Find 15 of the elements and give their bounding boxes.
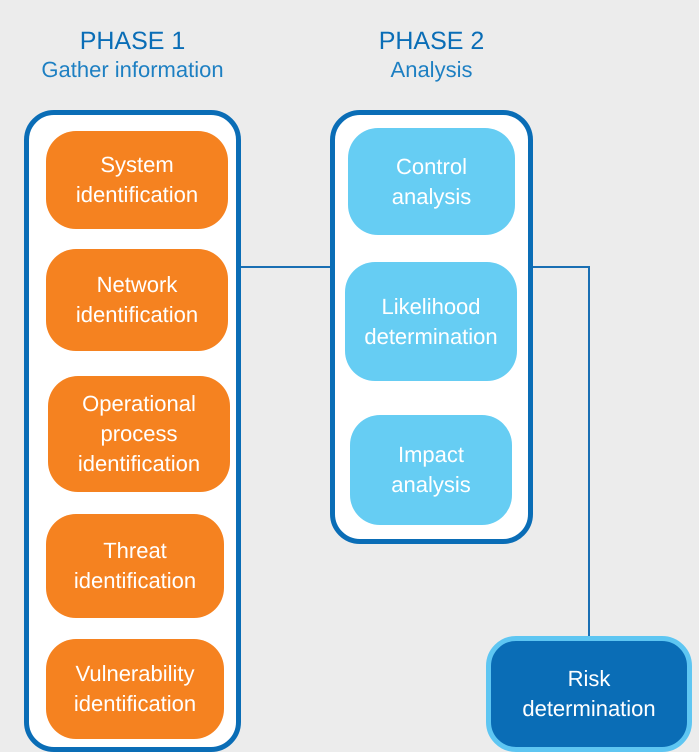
result-box: Risk determination bbox=[486, 636, 692, 752]
connector-line bbox=[533, 266, 590, 636]
step-box: Network identification bbox=[46, 249, 228, 351]
phase-subtitle: Gather information bbox=[40, 57, 225, 83]
step-box: Threat identification bbox=[46, 514, 224, 618]
phase-subtitle: Analysis bbox=[390, 57, 474, 83]
phase-heading: PHASE 2 bbox=[378, 27, 486, 56]
step-box: System identification bbox=[46, 131, 228, 229]
phase-heading: PHASE 1 bbox=[78, 27, 186, 56]
step-box: Likelihood determination bbox=[345, 262, 517, 381]
step-box: Operational process identification bbox=[48, 376, 230, 492]
step-box: Impact analysis bbox=[350, 415, 512, 525]
connector-line bbox=[241, 266, 330, 268]
step-box: Vulnerability identification bbox=[46, 639, 224, 739]
step-box: Control analysis bbox=[348, 128, 515, 235]
